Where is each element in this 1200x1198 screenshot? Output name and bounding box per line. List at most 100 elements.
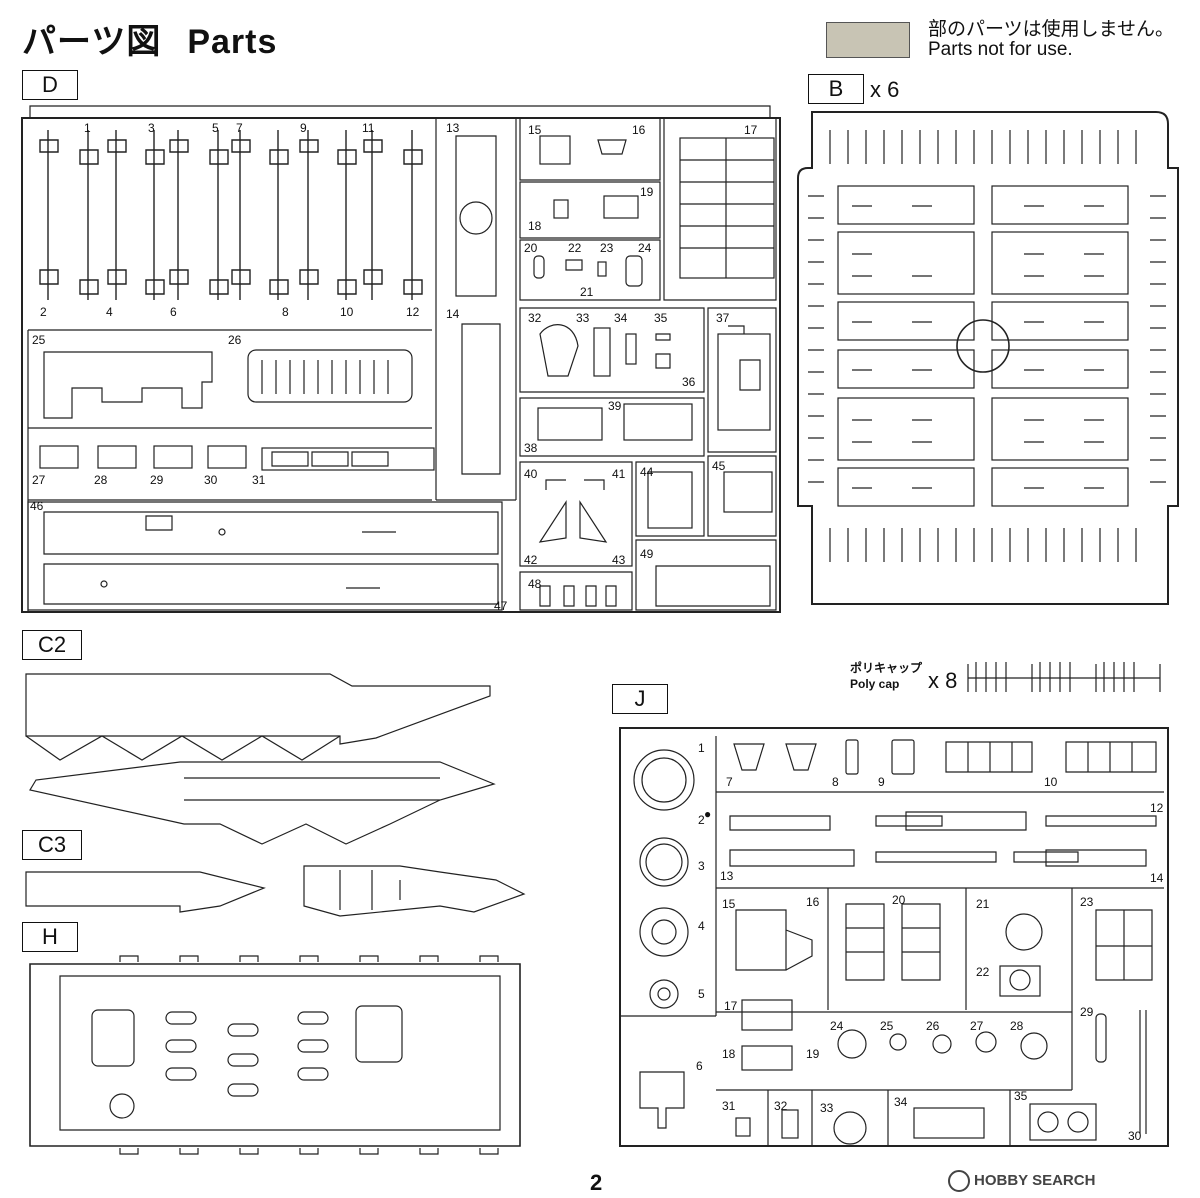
j-parts (633, 739, 1157, 1145)
svg-text:24: 24 (638, 241, 652, 255)
watermark-text: HOBBY SEARCH (974, 1171, 1096, 1189)
svg-text:8: 8 (832, 775, 839, 789)
sprue-c2 (25, 673, 496, 845)
svg-text:27: 27 (970, 1019, 984, 1033)
d-part-37 (717, 325, 771, 431)
svg-text:25: 25 (880, 1019, 894, 1033)
not-for-use-swatch (826, 22, 910, 58)
svg-text:22: 22 (976, 965, 990, 979)
svg-text:17: 17 (744, 123, 758, 137)
svg-text:44: 44 (640, 465, 654, 479)
svg-text:11: 11 (362, 121, 375, 135)
svg-text:41: 41 (612, 467, 626, 481)
d-part-17 (679, 137, 775, 279)
svg-text:48: 48 (528, 577, 542, 591)
svg-text:33: 33 (820, 1101, 834, 1115)
svg-text:46: 46 (30, 499, 44, 513)
polycap-label: ポリキャップ Poly cap (850, 660, 922, 692)
svg-text:29: 29 (150, 473, 164, 487)
legend-en: Parts not for use. (928, 39, 1073, 60)
svg-text:20: 20 (892, 893, 906, 907)
d-part-32-39 (537, 324, 693, 441)
svg-text:1: 1 (84, 121, 91, 135)
svg-text:5: 5 (212, 121, 219, 135)
svg-text:2: 2 (40, 305, 47, 319)
svg-text:7: 7 (236, 121, 243, 135)
svg-text:22: 22 (568, 241, 582, 255)
svg-text:23: 23 (600, 241, 614, 255)
d-part-13-14 (455, 135, 501, 475)
svg-text:9: 9 (878, 775, 885, 789)
sprue-label-c3: C3 (22, 830, 82, 860)
svg-text:9: 9 (300, 121, 307, 135)
svg-text:47: 47 (494, 599, 508, 613)
svg-text:16: 16 (632, 123, 646, 137)
svg-text:19: 19 (806, 1047, 820, 1061)
d-part-40-45 (538, 471, 773, 543)
svg-text:16: 16 (806, 895, 820, 909)
svg-text:28: 28 (94, 473, 108, 487)
sprue-j (619, 727, 1169, 1147)
svg-text:12: 12 (1150, 801, 1164, 815)
svg-text:32: 32 (528, 311, 542, 325)
svg-text:24: 24 (830, 1019, 844, 1033)
svg-text:12: 12 (406, 305, 420, 319)
svg-text:49: 49 (640, 547, 654, 561)
d-part-25-26 (43, 349, 413, 419)
svg-text:30: 30 (1128, 1129, 1142, 1143)
sprue-label-h: H (22, 922, 78, 952)
svg-text:19: 19 (640, 185, 654, 199)
svg-text:35: 35 (1014, 1089, 1028, 1103)
svg-text:6: 6 (170, 305, 177, 319)
polycap-jp: ポリキャップ (850, 661, 923, 675)
svg-text:20: 20 (524, 241, 538, 255)
svg-text:31: 31 (722, 1099, 736, 1113)
legend-text: 部のパーツは使用しません。 Parts not for use. (928, 20, 1174, 60)
svg-text:15: 15 (528, 123, 542, 137)
polycaps (967, 662, 1161, 692)
svg-text:21: 21 (976, 897, 990, 911)
svg-text:14: 14 (1150, 871, 1164, 885)
svg-text:37: 37 (716, 311, 730, 325)
svg-text:26: 26 (926, 1019, 940, 1033)
d-part-27-31 (39, 445, 435, 471)
polycap-en: Poly cap (850, 677, 900, 691)
svg-text:35: 35 (654, 311, 668, 325)
title-jp: パーツ図 (22, 23, 162, 61)
svg-text:26: 26 (228, 333, 242, 347)
svg-text:13: 13 (446, 121, 460, 135)
svg-text:38: 38 (524, 441, 538, 455)
d-part-15-24 (533, 135, 643, 287)
svg-text:●: ● (704, 807, 711, 821)
svg-text:33: 33 (576, 311, 590, 325)
sprue-b-multiplier: x 6 (870, 77, 900, 102)
svg-text:27: 27 (32, 473, 46, 487)
svg-text:18: 18 (722, 1047, 736, 1061)
page-number: 2 (590, 1170, 603, 1195)
svg-text:31: 31 (252, 473, 266, 487)
svg-text:4: 4 (698, 919, 705, 933)
svg-text:45: 45 (712, 459, 726, 473)
svg-text:7: 7 (726, 775, 733, 789)
d-part-46-49 (100, 515, 771, 607)
svg-text:15: 15 (722, 897, 736, 911)
sprue-c3 (25, 865, 526, 917)
svg-text:29: 29 (1080, 1005, 1094, 1019)
svg-text:28: 28 (1010, 1019, 1024, 1033)
svg-text:36: 36 (682, 375, 696, 389)
svg-text:2: 2 (698, 813, 705, 827)
svg-text:43: 43 (612, 553, 626, 567)
svg-text:42: 42 (524, 553, 538, 567)
svg-text:17: 17 (724, 999, 738, 1013)
svg-text:40: 40 (524, 467, 538, 481)
svg-text:30: 30 (204, 473, 218, 487)
legend-jp: 部のパーツは使用しません。 (928, 19, 1175, 40)
svg-text:3: 3 (698, 859, 705, 873)
hobby-search-logo-icon (948, 1170, 970, 1192)
polycap-multiplier: x 8 (928, 668, 958, 693)
sprue-b (797, 111, 1179, 605)
svg-text:25: 25 (32, 333, 46, 347)
